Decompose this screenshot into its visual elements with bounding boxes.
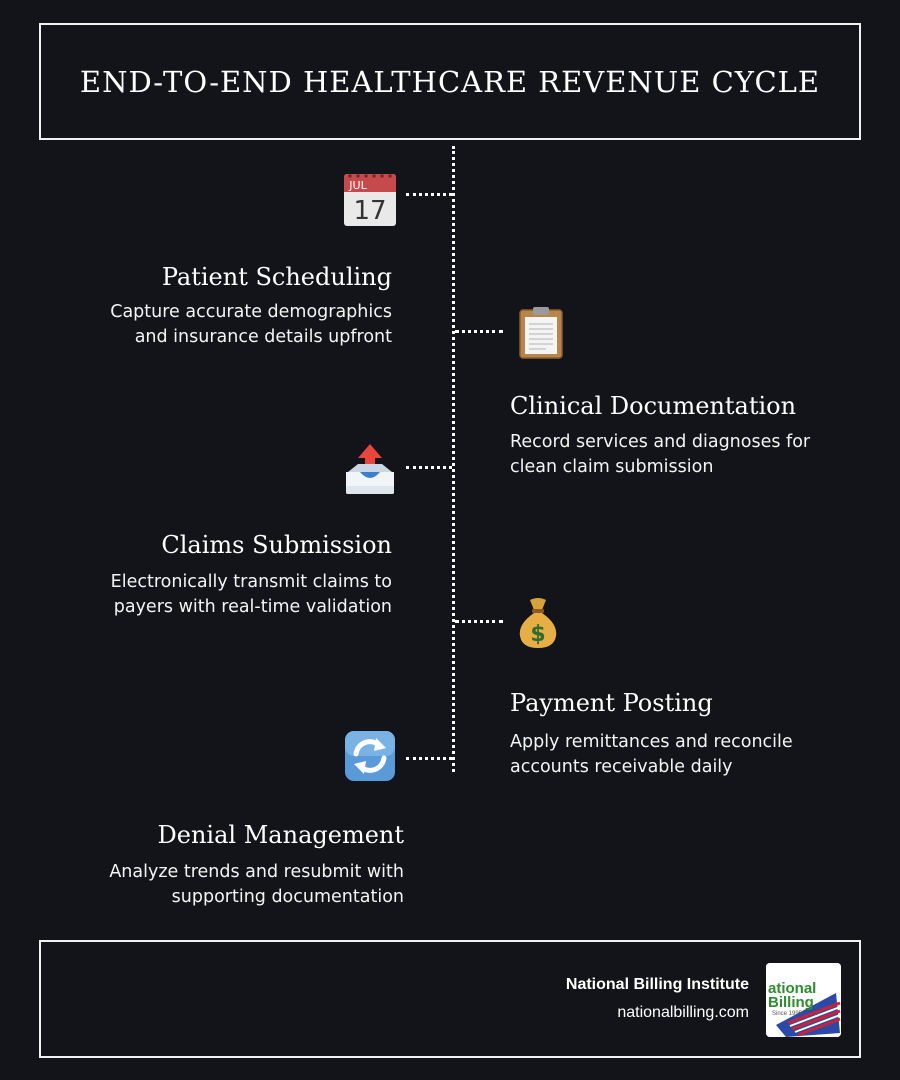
step-description-line: accounts receivable daily	[510, 757, 733, 777]
step-description-payment-posting: Apply remittances and reconcile accounts…	[510, 730, 793, 780]
step-description-line: Analyze trends and resubmit with	[109, 862, 404, 882]
money-bag-icon: $	[519, 598, 557, 648]
organization-logo: ational Billing Since 1995	[766, 963, 841, 1037]
calendar-icon: JUL 17	[344, 174, 396, 226]
step-title-clinical-documentation: Clinical Documentation	[510, 392, 797, 420]
connector-clinical-documentation	[455, 330, 503, 333]
outbox-tray-icon	[346, 444, 394, 494]
step-description-line: Record services and diagnoses for	[510, 432, 811, 452]
svg-text:$: $	[530, 622, 545, 647]
step-description-clinical-documentation: Record services and diagnoses for clean …	[510, 430, 810, 480]
connector-patient-scheduling	[406, 193, 452, 196]
connector-claims-submission	[406, 466, 452, 469]
step-description-claims-submission: Electronically transmit claims to payers…	[111, 570, 392, 620]
step-title-patient-scheduling: Patient Scheduling	[161, 263, 392, 291]
logo-text-line2: Billing	[768, 994, 814, 1011]
connector-payment-posting	[455, 620, 503, 623]
page-title: END-TO-END HEALTHCARE REVENUE CYCLE	[79, 64, 821, 99]
logo-text-line3: Since 1995	[772, 1011, 803, 1017]
step-description-line: Electronically transmit claims to	[110, 572, 392, 592]
step-description-patient-scheduling: Capture accurate demographics and insura…	[110, 300, 392, 350]
logo-graphic: ational Billing Since 1995	[766, 963, 841, 1037]
step-description-line: Capture accurate demographics	[110, 302, 392, 322]
step-description-line: and insurance details upfront	[134, 327, 392, 347]
timeline-spine	[452, 146, 455, 772]
step-description-line: clean claim submission	[510, 457, 714, 477]
step-description-denial-management: Analyze trends and resubmit with support…	[109, 860, 404, 910]
clipboard-icon	[519, 307, 563, 359]
footer-box: National Billing Institute nationalbilli…	[39, 940, 861, 1058]
step-description-line: payers with real-time validation	[113, 597, 392, 617]
step-title-denial-management: Denial Management	[157, 821, 404, 849]
refresh-arrows-icon	[345, 731, 395, 781]
calendar-day: 17	[353, 196, 386, 226]
step-description-line: supporting documentation	[171, 887, 404, 907]
organization-url: nationalbilling.com	[617, 1004, 749, 1021]
step-title-payment-posting: Payment Posting	[510, 689, 713, 717]
connector-denial-management	[406, 757, 452, 760]
step-description-line: Apply remittances and reconcile	[510, 732, 793, 752]
step-title-claims-submission: Claims Submission	[161, 531, 392, 559]
title-box: END-TO-END HEALTHCARE REVENUE CYCLE	[39, 23, 861, 140]
logo-text-line1: ational	[768, 980, 816, 997]
organization-name: National Billing Institute	[565, 976, 749, 993]
calendar-month: JUL	[348, 179, 367, 192]
